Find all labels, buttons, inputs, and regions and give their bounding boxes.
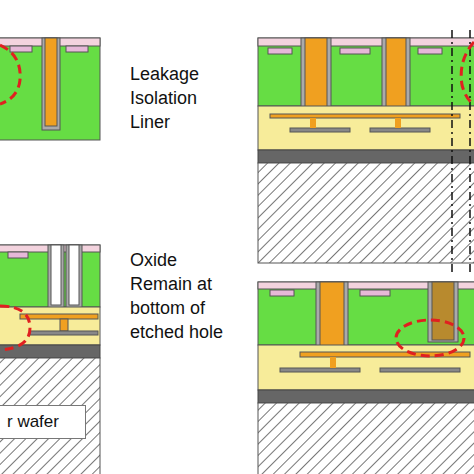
bonded-section: [258, 30, 474, 274]
annotation-text: Oxide Remain at bottom of etched hole: [130, 248, 235, 344]
void-section: [258, 282, 474, 474]
wafer-label: r wafer: [7, 412, 79, 432]
wafer-box: r wafer: [0, 405, 86, 439]
leakage-section: [0, 38, 100, 140]
oxide-section: [0, 245, 100, 474]
annotation-text: Leakage Isolation Liner: [130, 62, 235, 134]
